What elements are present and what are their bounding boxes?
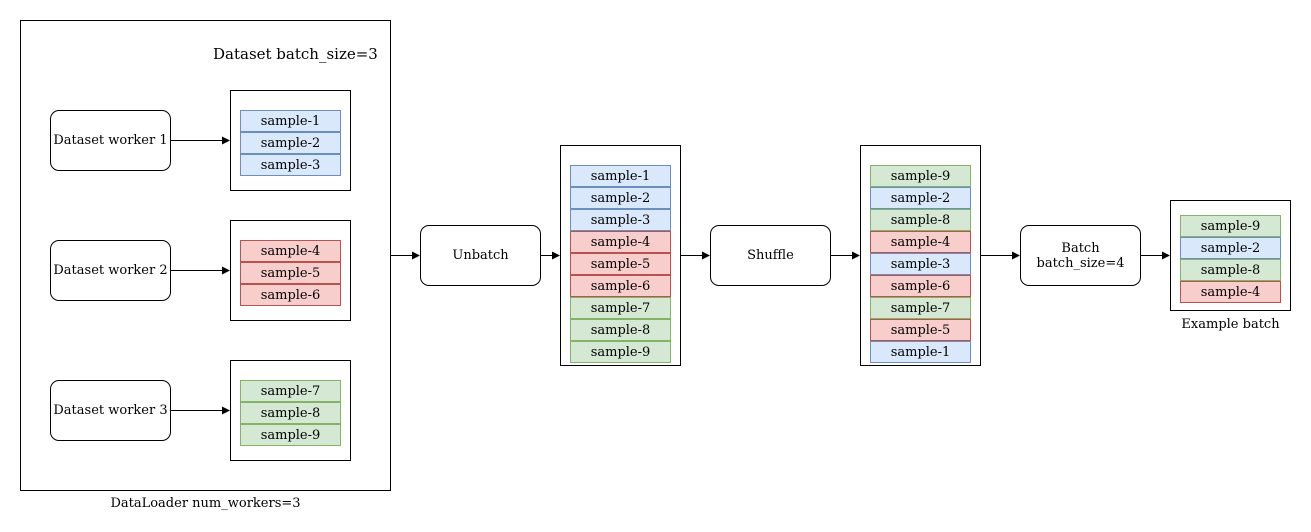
unbatched-sample-list: sample-1 sample-2 sample-3 sample-4 samp… [570,165,671,363]
sample-cell: sample-1 [240,110,341,132]
sample-cell: sample-7 [870,297,971,319]
sample-cell: sample-1 [570,165,671,187]
sample-cell: sample-6 [240,284,341,306]
sample-cell: sample-3 [570,209,671,231]
sample-cell: sample-7 [240,380,341,402]
sample-cell: sample-8 [570,319,671,341]
sample-cell: sample-4 [870,231,971,253]
batch-step-label: Batch [1061,240,1100,256]
sample-cell: sample-2 [570,187,671,209]
shuffled-sample-list: sample-9 sample-2 sample-8 sample-4 samp… [870,165,971,363]
sample-cell: sample-2 [1180,237,1281,259]
sample-cell: sample-9 [870,165,971,187]
shuffle-step: Shuffle [710,225,831,286]
worker-2-sample-list: sample-4 sample-5 sample-6 [240,240,341,306]
sample-cell: sample-3 [870,253,971,275]
sample-cell: sample-5 [240,262,341,284]
worker-1-sample-list: sample-1 sample-2 sample-3 [240,110,341,176]
batch-step-size: batch_size=4 [1036,255,1125,271]
sample-cell: sample-3 [240,154,341,176]
sample-cell: sample-4 [240,240,341,262]
worker-3-sample-list: sample-7 sample-8 sample-9 [240,380,341,446]
sample-cell: sample-1 [870,341,971,363]
unbatch-step: Unbatch [420,225,541,286]
sample-cell: sample-7 [570,297,671,319]
dataset-title: Dataset batch_size=3 [213,45,378,63]
batch-step: Batch batch_size=4 [1020,225,1141,286]
dataset-worker-2: Dataset worker 2 [50,240,171,301]
sample-cell: sample-8 [1180,259,1281,281]
dataset-worker-1: Dataset worker 1 [50,110,171,171]
sample-cell: sample-8 [870,209,971,231]
example-batch-sample-list: sample-9 sample-2 sample-8 sample-4 [1180,215,1281,303]
sample-cell: sample-9 [1180,215,1281,237]
sample-cell: sample-6 [870,275,971,297]
sample-cell: sample-4 [570,231,671,253]
dataset-worker-3: Dataset worker 3 [50,380,171,441]
sample-cell: sample-9 [570,341,671,363]
sample-cell: sample-6 [570,275,671,297]
sample-cell: sample-8 [240,402,341,424]
sample-cell: sample-5 [570,253,671,275]
sample-cell: sample-2 [870,187,971,209]
sample-cell: sample-2 [240,132,341,154]
sample-cell: sample-4 [1180,281,1281,303]
dataloader-caption: DataLoader num_workers=3 [110,496,301,511]
sample-cell: sample-9 [240,424,341,446]
example-batch-caption: Example batch [1181,317,1280,332]
sample-cell: sample-5 [870,319,971,341]
